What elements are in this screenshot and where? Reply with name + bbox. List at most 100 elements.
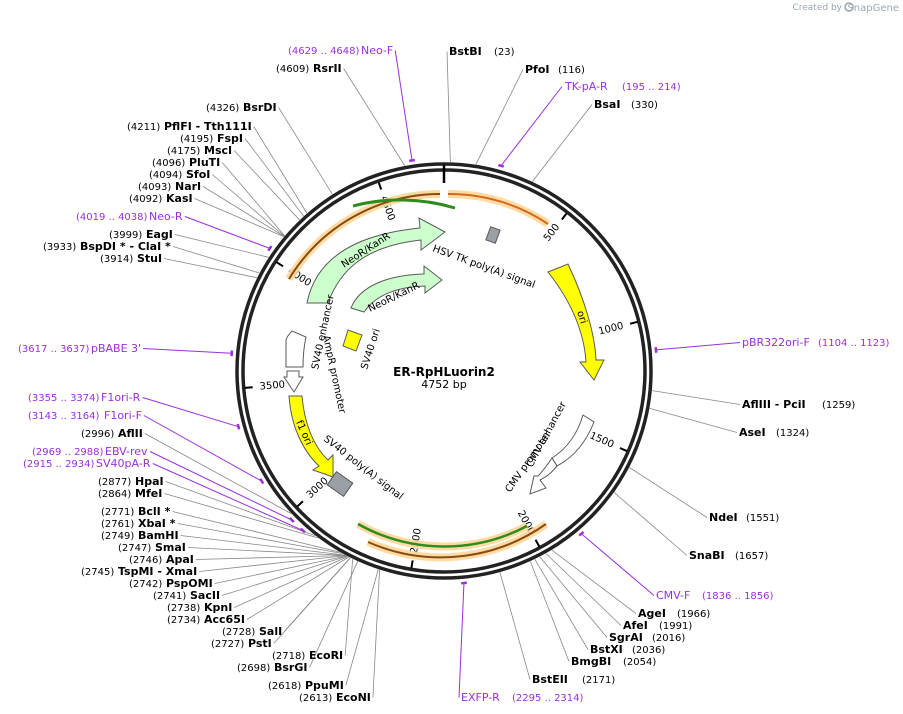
- svg-text:(1657): (1657): [735, 551, 768, 562]
- enzyme-bamhi[interactable]: (2749)BamHI: [101, 529, 179, 542]
- enzyme-ppumi[interactable]: (2618)PpuMI: [268, 679, 344, 692]
- sv40-ori-box[interactable]: [342, 329, 363, 352]
- enzyme-tspmi[interactable]: (2745)TspMI - XmaI: [81, 565, 197, 578]
- enzyme-msci[interactable]: (4175)MscI: [167, 144, 232, 157]
- tick-mark-3000: [296, 500, 304, 508]
- enzyme-bstbi[interactable]: BstBI(23): [449, 45, 515, 58]
- enzyme-afliii[interactable]: AflIII - PciI(1259): [742, 398, 855, 411]
- hsv-tk-polya-box[interactable]: [485, 226, 501, 244]
- neokanr-outer-arrow[interactable]: [306, 217, 446, 304]
- ampr-promoter-arrow[interactable]: [283, 370, 304, 393]
- svg-text:(2728): (2728): [222, 627, 255, 638]
- svg-text:(2877): (2877): [98, 477, 131, 488]
- enzyme-mfei[interactable]: (2864)MfeI: [98, 487, 162, 500]
- enzyme-fspi[interactable]: (4195)FspI: [180, 132, 243, 145]
- orf-arc-bottom-green: [357, 522, 528, 548]
- primer-neo-r[interactable]: (4019 .. 4038)Neo-R: [76, 210, 183, 223]
- enzyme-pspomi[interactable]: (2742)PspOMI: [129, 577, 213, 590]
- svg-text:StuI: StuI: [137, 252, 162, 265]
- enzyme-pluti[interactable]: (4096)PluTI: [152, 156, 220, 169]
- enzyme-sgrai[interactable]: SgrAI(2016): [609, 631, 685, 644]
- svg-text:(2761): (2761): [101, 519, 134, 530]
- svg-text:PpuMI: PpuMI: [305, 679, 344, 692]
- svg-text:ApaI: ApaI: [166, 553, 194, 566]
- enzyme-bsrgi[interactable]: (2698)BsrGI: [237, 661, 307, 674]
- primer-ebv-rev[interactable]: (2969 .. 2988)EBV-rev: [32, 445, 148, 458]
- enzyme-nari[interactable]: (4093)NarI: [138, 180, 201, 193]
- enzyme-stui[interactable]: (3914) StuI: [100, 252, 162, 265]
- orf-arc-top-right: [447, 192, 549, 225]
- primer-f1ori-f[interactable]: (3143 .. 3164)F1ori-F: [28, 409, 142, 422]
- primer-cmv-f[interactable]: CMV-F(1836 .. 1856): [656, 589, 774, 602]
- enzyme-hpai[interactable]: (2877)HpaI: [98, 475, 164, 488]
- enzyme-bsteii[interactable]: BstEII(2171): [532, 673, 615, 686]
- leader-eagi: [174, 234, 269, 258]
- leader-agei: [551, 549, 637, 614]
- leader-bsteii: [499, 572, 531, 680]
- neokanr-inner-arrow[interactable]: [350, 264, 443, 313]
- enzyme-bcli[interactable]: (2771)BclI *: [101, 505, 171, 518]
- enzyme-bstxi[interactable]: BstXI(2036): [590, 643, 665, 656]
- leader-hpai: [165, 481, 316, 537]
- primer-leader-exfp-r: [458, 583, 465, 698]
- primer-leader-neo-r: [184, 216, 271, 249]
- enzyme-ndei[interactable]: NdeI(1551): [709, 511, 779, 524]
- primer-pbr322ori-f[interactable]: pBR322ori-F(1104 .. 1123): [742, 336, 890, 349]
- tick-mark-3500: [244, 386, 253, 389]
- enzyme-snabi[interactable]: SnaBI(1657): [689, 549, 768, 562]
- plasmid-length: 4752 bp: [421, 378, 466, 391]
- enzyme-agei[interactable]: AgeI(1966): [638, 607, 710, 620]
- primer-f1ori-r[interactable]: (3355 .. 3374)F1ori-R: [28, 391, 141, 404]
- enzyme-kasi[interactable]: (4092)KasI: [129, 192, 193, 205]
- enzyme-aflii[interactable]: (2996)AflII: [81, 427, 143, 440]
- svg-text:TspMI - XmaI: TspMI - XmaI: [118, 565, 197, 578]
- svg-text:(2718): (2718): [272, 651, 305, 662]
- enzyme-econi[interactable]: (2613)EcoNI: [299, 691, 371, 704]
- primer-sv40pa-r[interactable]: (2915 .. 2934)SV40pA-R: [23, 457, 151, 470]
- svg-text:(2746): (2746): [129, 555, 162, 566]
- enzyme-sacii[interactable]: (2741)SacII: [153, 589, 220, 602]
- enzyme-sali[interactable]: (2728)SalI: [222, 625, 282, 638]
- enzyme-rsrii[interactable]: (4609)RsrII: [276, 62, 342, 75]
- f1-ori-arrow[interactable]: [288, 395, 334, 478]
- sv40-enhancer-box[interactable]: [285, 330, 307, 368]
- svg-text:(4629 .. 4648): (4629 .. 4648): [288, 46, 360, 57]
- enzyme-apai[interactable]: (2746) ApaI: [129, 553, 194, 566]
- svg-text:(2727): (2727): [211, 639, 244, 650]
- svg-text:PluTI: PluTI: [189, 156, 220, 169]
- svg-text:(3914): (3914): [100, 254, 133, 265]
- enzyme-eagi[interactable]: (3999)EagI: [109, 228, 173, 241]
- svg-text:(195 .. 214): (195 .. 214): [622, 82, 681, 93]
- primer-leader-f1ori-r: [142, 397, 239, 428]
- enzyme-pfoi[interactable]: PfoI(116): [525, 63, 585, 76]
- enzyme-pflfi[interactable]: (4211)PflFI - Tth111I: [127, 120, 252, 133]
- enzyme-asei[interactable]: AseI(1324): [739, 426, 809, 439]
- enzyme-psti[interactable]: (2727)PstI: [211, 637, 272, 650]
- enzyme-sfoi[interactable]: (4094)SfoI: [149, 168, 210, 181]
- cmv-promoter-arrow[interactable]: [529, 457, 558, 495]
- primer-tk-pa-r[interactable]: TK-pA-R(195 .. 214): [564, 80, 681, 93]
- leader-xbai: [177, 523, 343, 554]
- enzyme-kpni[interactable]: (2738)KpnI: [167, 601, 232, 614]
- svg-text:(2016): (2016): [652, 633, 685, 644]
- enzyme-bsai[interactable]: BsaI(330): [594, 98, 658, 111]
- credit-app: SnapGene: [847, 3, 899, 14]
- primer-pbabe3[interactable]: (3617 .. 3637)pBABE 3': [18, 342, 141, 355]
- svg-text:(4609): (4609): [276, 64, 309, 75]
- enzyme-acc65i[interactable]: (2734)Acc65I: [167, 613, 245, 626]
- svg-text:(3933): (3933): [43, 242, 76, 253]
- enzyme-smai[interactable]: (2747)SmaI: [118, 541, 186, 554]
- sv40-polya-box[interactable]: [326, 471, 354, 497]
- ori-arrow[interactable]: [547, 263, 605, 381]
- primer-exfp-r[interactable]: EXFP-R(2295 .. 2314): [461, 691, 584, 704]
- primer-neo-f[interactable]: (4629 .. 4648)Neo-F: [288, 44, 393, 57]
- svg-text:(2036): (2036): [632, 645, 665, 656]
- enzyme-bsrdi[interactable]: (4326)BsrDI: [206, 101, 277, 114]
- enzyme-bmgbi[interactable]: BmgBI(2054): [571, 655, 656, 668]
- enzyme-ecori[interactable]: (2718)EcoRI: [272, 649, 343, 662]
- svg-text:(2738): (2738): [167, 603, 200, 614]
- enzyme-afei[interactable]: AfeI(1991): [623, 619, 692, 632]
- leader-bsai: [532, 104, 593, 182]
- enzyme-bspdi[interactable]: (3933)BspDI * - ClaI *: [43, 240, 171, 253]
- enzyme-xbai[interactable]: (2761)XbaI *: [101, 517, 176, 530]
